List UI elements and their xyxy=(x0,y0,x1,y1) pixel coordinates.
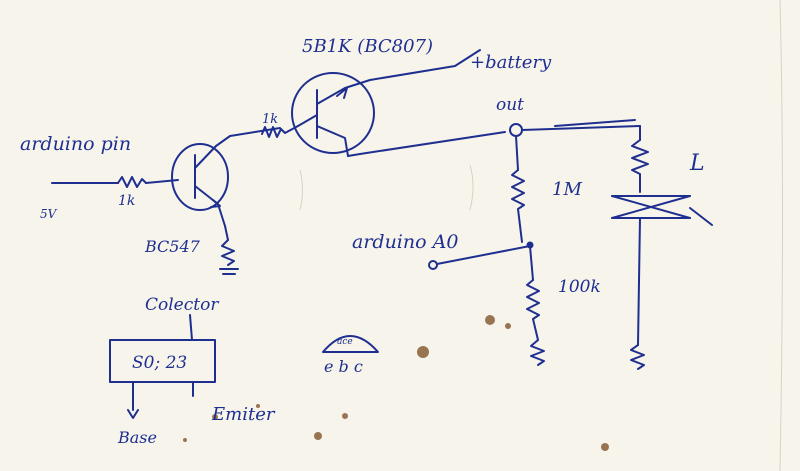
label-load: L xyxy=(689,151,705,176)
label-collector: Colector xyxy=(145,295,219,315)
pnp-transistor-bc807 xyxy=(291,49,506,157)
a0-node xyxy=(428,241,534,270)
label-base: Base xyxy=(117,428,157,447)
label-battery: +battery xyxy=(470,52,552,73)
paper-texture xyxy=(299,0,783,471)
label-package-code: S0; 23 xyxy=(132,353,187,373)
label-emitter: Emiter xyxy=(211,404,276,425)
label-arduino-a0: arduino A0 xyxy=(352,231,458,253)
pnp-base-resistor xyxy=(261,125,299,138)
label-out: out xyxy=(496,95,524,115)
label-pinout-top: ace xyxy=(337,337,353,347)
base-resistor-symbol xyxy=(117,176,147,188)
npn-transistor-bc547 xyxy=(171,127,281,275)
input-wire xyxy=(51,176,179,188)
label-bc547: BC547 xyxy=(144,237,201,256)
label-base-1k: 1k xyxy=(118,193,135,209)
resistor-100k xyxy=(526,245,545,366)
label-pnp-1k: 1k xyxy=(262,112,278,127)
load-branch xyxy=(611,125,713,370)
handwritten-labels: arduino pin 5V 1k BC547 1k 5B1K (BC807) … xyxy=(20,36,705,447)
label-100k: 100k xyxy=(558,277,601,297)
label-bc807: 5B1K (BC807) xyxy=(302,36,433,57)
output-node xyxy=(509,119,641,137)
label-arduino-pin-line1: arduino pin xyxy=(20,133,131,155)
label-5v: 5V xyxy=(40,207,58,221)
label-pinout-bottom: e b c xyxy=(324,357,363,376)
label-1m: 1M xyxy=(552,179,582,200)
resistor-1m xyxy=(511,135,525,243)
pinout-sketch xyxy=(322,335,379,353)
coffee-stains xyxy=(183,315,609,451)
sot23-package-sketch xyxy=(109,314,216,419)
